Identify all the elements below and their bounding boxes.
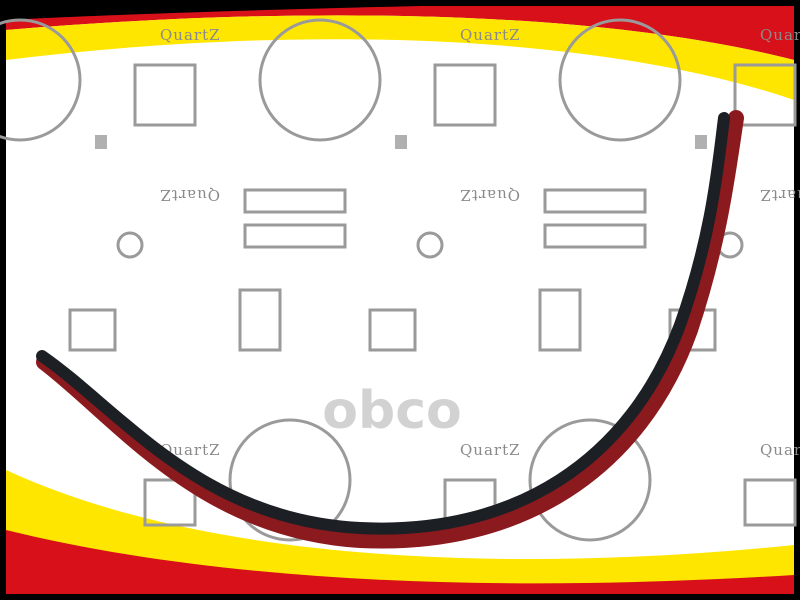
top-red-stripe (6, 6, 794, 60)
brand-text: QuartZ (759, 186, 800, 204)
bottom-red-stripe (6, 530, 794, 594)
bushing-icon (695, 135, 707, 149)
top-yellow-stripe (6, 15, 794, 101)
watermark: obco (322, 381, 462, 441)
caliper-icon (743, 478, 797, 527)
brand-text: QuartZ (159, 186, 220, 204)
brake-disc-icon (258, 18, 382, 142)
wheel-cylinder-icon (538, 288, 582, 352)
shock-absorber-icon (243, 223, 347, 249)
shock-absorber-icon (543, 188, 647, 214)
seal-red-backing (36, 110, 744, 549)
background (6, 6, 794, 594)
caliper-icon (133, 63, 197, 127)
tie-rod-end-icon (416, 231, 444, 259)
tie-rod-end-icon (116, 231, 144, 259)
pump-icon (368, 308, 417, 352)
seal-rubber-strip (36, 112, 730, 535)
brand-text: QuartZ (160, 26, 221, 44)
brand-text: QuartZ (760, 26, 800, 44)
bushing-icon (95, 135, 107, 149)
brake-disc-icon (228, 418, 352, 542)
shock-absorber-icon (543, 223, 647, 249)
bottom-yellow-stripe (6, 470, 794, 594)
brake-disc-icon (0, 18, 82, 142)
brand-text: QuartZ (460, 441, 521, 459)
brake-disc-icon (528, 418, 652, 542)
caliper-icon (433, 63, 497, 127)
bushing-icon (395, 135, 407, 149)
brake-disc-icon (558, 18, 682, 142)
brand-pattern: QuartZ QuartZ QuartZ QuartZ QuartZ QuartZ Quar… (0, 18, 800, 542)
top-black-stripe (6, 6, 420, 20)
shock-absorber-icon (243, 188, 347, 214)
caliper-icon (733, 63, 797, 127)
brand-text: QuartZ (460, 26, 521, 44)
pump-icon (68, 308, 117, 352)
caliper-icon (143, 478, 197, 527)
wheel-cylinder-icon (238, 288, 282, 352)
brand-text: QuartZ (760, 441, 800, 459)
brand-text: QuartZ (160, 441, 221, 459)
brand-text: QuartZ (459, 186, 520, 204)
